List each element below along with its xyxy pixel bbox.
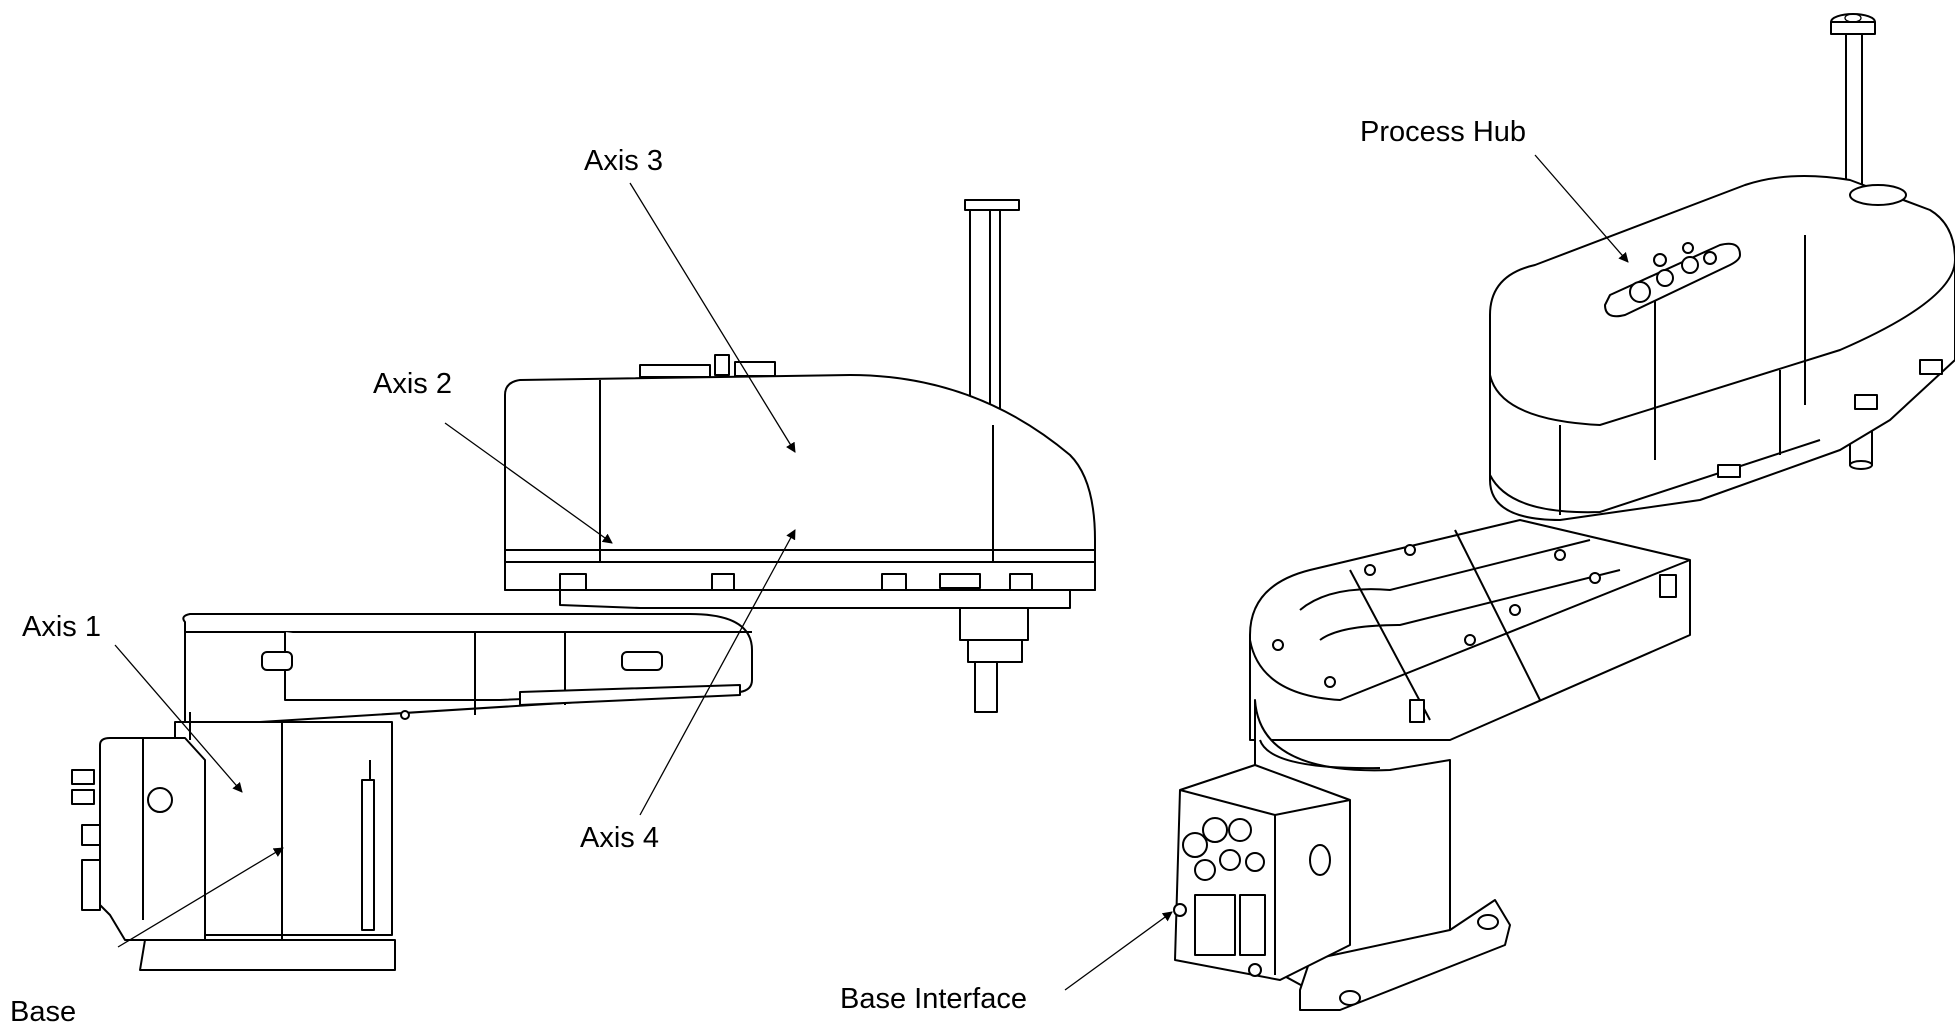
leader-process-hub xyxy=(1534,154,1629,263)
label-axis4: Axis 4 xyxy=(580,822,659,854)
perspective-robot xyxy=(1173,13,1955,1011)
label-base-interface: Base Interface xyxy=(840,983,1027,1015)
side-quill xyxy=(959,199,1029,713)
label-axis2: Axis 2 xyxy=(373,368,452,400)
side-base xyxy=(71,712,396,971)
leader-base-interface xyxy=(1064,911,1173,991)
label-process-hub: Process Hub xyxy=(1360,116,1527,148)
label-axis3: Axis 3 xyxy=(584,145,663,177)
side-upper-arm xyxy=(504,354,1096,609)
side-lower-arm xyxy=(182,613,753,723)
persp-upper-arm xyxy=(1489,175,1955,521)
label-base: Base xyxy=(10,996,77,1028)
leader-axis3 xyxy=(629,182,796,453)
persp-lower-arm xyxy=(1249,519,1691,741)
label-axis1: Axis 1 xyxy=(22,611,101,643)
side-view-robot xyxy=(71,199,1096,971)
leader-axis4 xyxy=(639,529,796,816)
persp-base xyxy=(1173,699,1511,1011)
leader-lines xyxy=(114,154,1629,991)
leader-axis2 xyxy=(444,422,613,544)
leader-axis1 xyxy=(114,644,243,793)
leader-base xyxy=(117,847,284,948)
